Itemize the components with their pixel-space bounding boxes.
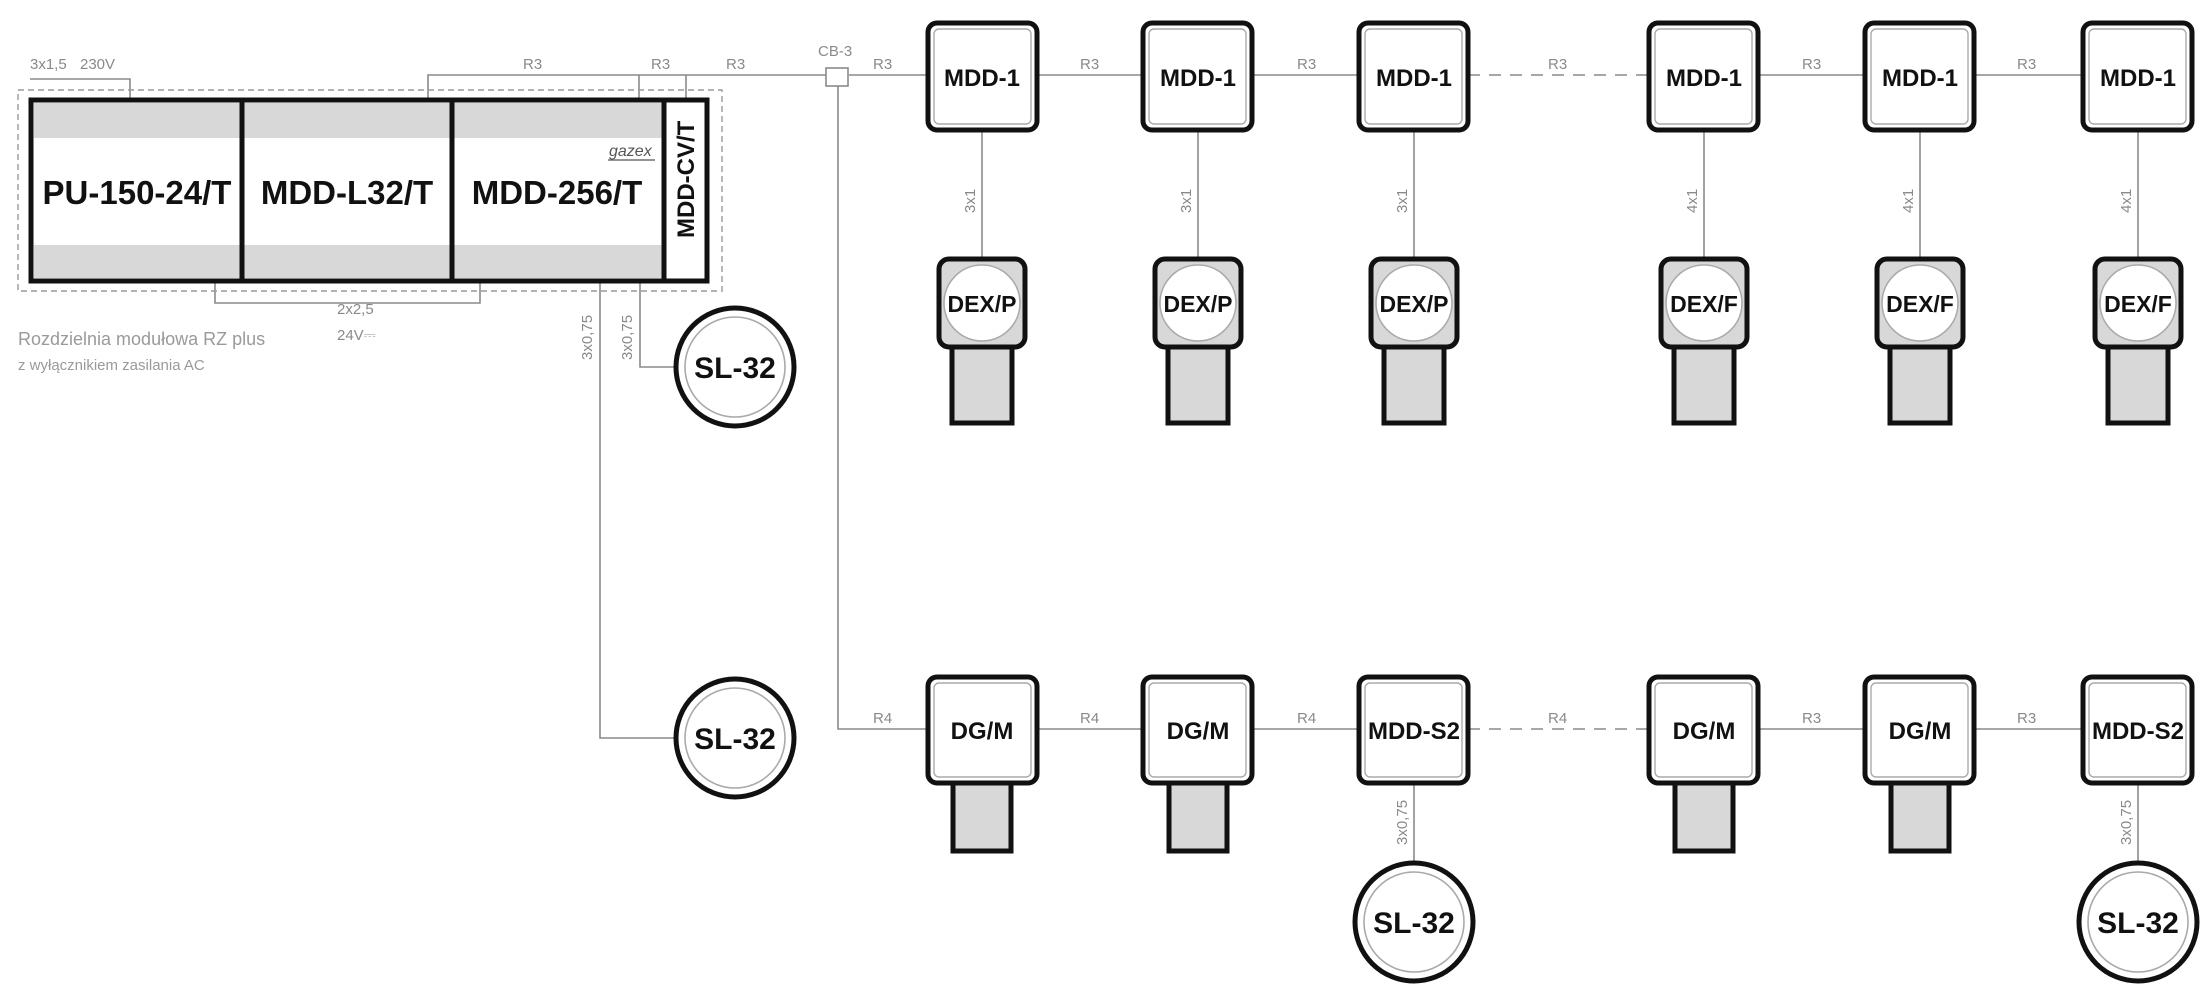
dg-m-detector: DG/M <box>925 674 1040 854</box>
cable-label-r3: R3 <box>2017 56 2036 73</box>
sl-cable-label: 3x0,75 <box>1394 800 1411 845</box>
cable-label-r3: R3 <box>873 56 892 73</box>
internal-cable-label: 2x2,5 <box>337 301 374 318</box>
dex-detector: DEX/P <box>936 256 1028 426</box>
mdd-1-module: MDD-1 <box>925 20 1040 133</box>
dex-label: DEX/P <box>1379 291 1448 317</box>
panel-caption-sub: z wyłącznikiem zasilania AC <box>18 357 205 374</box>
mdd-s2-module: MDD-S2 <box>1356 674 1471 786</box>
mdd-s2-label: MDD-S2 <box>1368 718 1460 745</box>
dex-label: DEX/F <box>2104 291 2172 317</box>
dex-label: DEX/F <box>1670 291 1738 317</box>
top-bus-modules: MDD-1 MDD-1 MDD-1 MDD-1 MDD-1 MDD-1 <box>925 20 2195 133</box>
drop-cable-label: 4x1 <box>2118 189 2135 213</box>
sl-32-label: SL-32 <box>694 352 776 385</box>
mdd-1-label: MDD-1 <box>1666 65 1742 92</box>
distribution-panel: PU-150-24/T MDD-L32/T MDD-256/T MDD-CV/T… <box>17 89 723 374</box>
dg-m-detector: DG/M <box>1646 674 1761 854</box>
cable-label-r3: R3 <box>726 56 745 73</box>
mdd-1-label: MDD-1 <box>1882 65 1958 92</box>
dex-detector: DEX/F <box>1874 256 1966 426</box>
panel-caption: Rozdzielnia modułowa RZ plus <box>18 329 265 349</box>
cable-label-r4: R4 <box>1297 710 1316 727</box>
dex-detector: DEX/F <box>2092 256 2184 426</box>
drop-cable-label: 3x1 <box>1178 189 1195 213</box>
mdd-s2-module: MDD-S2 <box>2080 674 2195 786</box>
drop-cable-label: 4x1 <box>1684 189 1701 213</box>
drop-cable-label: 3x1 <box>1394 189 1411 213</box>
sl-32-signaller: SL-32 <box>673 676 797 800</box>
mdd-1-module: MDD-1 <box>2080 20 2195 133</box>
sl-32-signaller: SL-32 <box>2076 860 2200 984</box>
dex-detector: DEX/F <box>1658 256 1750 426</box>
cable-label-r4: R4 <box>1548 710 1567 727</box>
cable-label-r3: R3 <box>1080 56 1099 73</box>
dg-m-label: DG/M <box>951 718 1014 745</box>
cable-label-r3: R3 <box>2017 710 2036 727</box>
cable-label-r4: R4 <box>1080 710 1099 727</box>
panel-sl-cable-label: 3x0,75 <box>619 315 636 360</box>
dex-detector: DEX/P <box>1152 256 1244 426</box>
cable-label-r4: R4 <box>873 710 892 727</box>
mdd-1-label: MDD-1 <box>1160 65 1236 92</box>
cable-label-r3: R3 <box>1802 56 1821 73</box>
mdd-1-module: MDD-1 <box>1140 20 1255 133</box>
mdd-1-module: MDD-1 <box>1646 20 1761 133</box>
dg-m-detector: DG/M <box>1140 674 1255 854</box>
mdd-1-label: MDD-1 <box>944 65 1020 92</box>
drop-cable-label: 3x1 <box>962 189 979 213</box>
sl-32-label: SL-32 <box>1373 907 1455 940</box>
module-label-mdd-256: MDD-256/T <box>472 174 643 211</box>
sl-32-signaller: SL-32 <box>673 305 797 429</box>
junction-box-cb3: CB-3 <box>818 43 852 87</box>
mdd-1-label: MDD-1 <box>1376 65 1452 92</box>
mdd-1-label: MDD-1 <box>2100 65 2176 92</box>
signallers: SL-32 SL-32 SL-32 SL-32 <box>673 305 2200 984</box>
dex-label: DEX/P <box>947 291 1016 317</box>
panel-enclosure-outline <box>17 89 723 292</box>
sl-32-label: SL-32 <box>694 723 776 756</box>
cable-label-r3: R3 <box>651 56 670 73</box>
dg-m-label: DG/M <box>1889 718 1952 745</box>
cable-label-r3: R3 <box>523 56 542 73</box>
module-label-mdd-l32: MDD-L32/T <box>261 174 433 211</box>
dex-label: DEX/F <box>1886 291 1954 317</box>
brand-logo: gazex <box>609 143 653 160</box>
cable-label-r3: R3 <box>1548 56 1567 73</box>
sl-cable-label: 3x0,75 <box>2118 800 2135 845</box>
dex-label: DEX/P <box>1163 291 1232 317</box>
sl-32-signaller: SL-32 <box>1352 860 1476 984</box>
bottom-bus-devices: DG/M DG/M MDD-S2 DG/M DG/M <box>925 674 2195 854</box>
mdd-s2-label: MDD-S2 <box>2092 718 2184 745</box>
sl-32-label: SL-32 <box>2097 907 2179 940</box>
power-voltage-label: 230V <box>80 56 115 73</box>
cable-label-r3: R3 <box>1802 710 1821 727</box>
module-label-mdd-cv: MDD-CV/T <box>673 120 700 238</box>
wires <box>30 74 2139 862</box>
dg-m-label: DG/M <box>1673 718 1736 745</box>
dg-m-detector: DG/M <box>1862 674 1977 854</box>
mdd-1-module: MDD-1 <box>1356 20 1471 133</box>
dex-detector: DEX/P <box>1368 256 1460 426</box>
module-label-pu-150: PU-150-24/T <box>43 174 232 211</box>
drop-cable-label: 4x1 <box>1900 189 1917 213</box>
cable-label-r3: R3 <box>1297 56 1316 73</box>
mdd-1-module: MDD-1 <box>1862 20 1977 133</box>
cable-labels: 3x1,5 230V R3 R3 R3 R3 R3 R3 R3 R3 R3 R4… <box>30 56 2135 845</box>
dg-m-label: DG/M <box>1167 718 1230 745</box>
power-cable-label: 3x1,5 <box>30 56 67 73</box>
junction-box-label: CB-3 <box>818 43 852 60</box>
panel-sl-cable-label: 3x0,75 <box>579 315 596 360</box>
top-detectors: DEX/P DEX/P DEX/P DEX/F DEX/F <box>936 256 2184 426</box>
internal-voltage-label: 24V⎓ <box>337 327 376 344</box>
